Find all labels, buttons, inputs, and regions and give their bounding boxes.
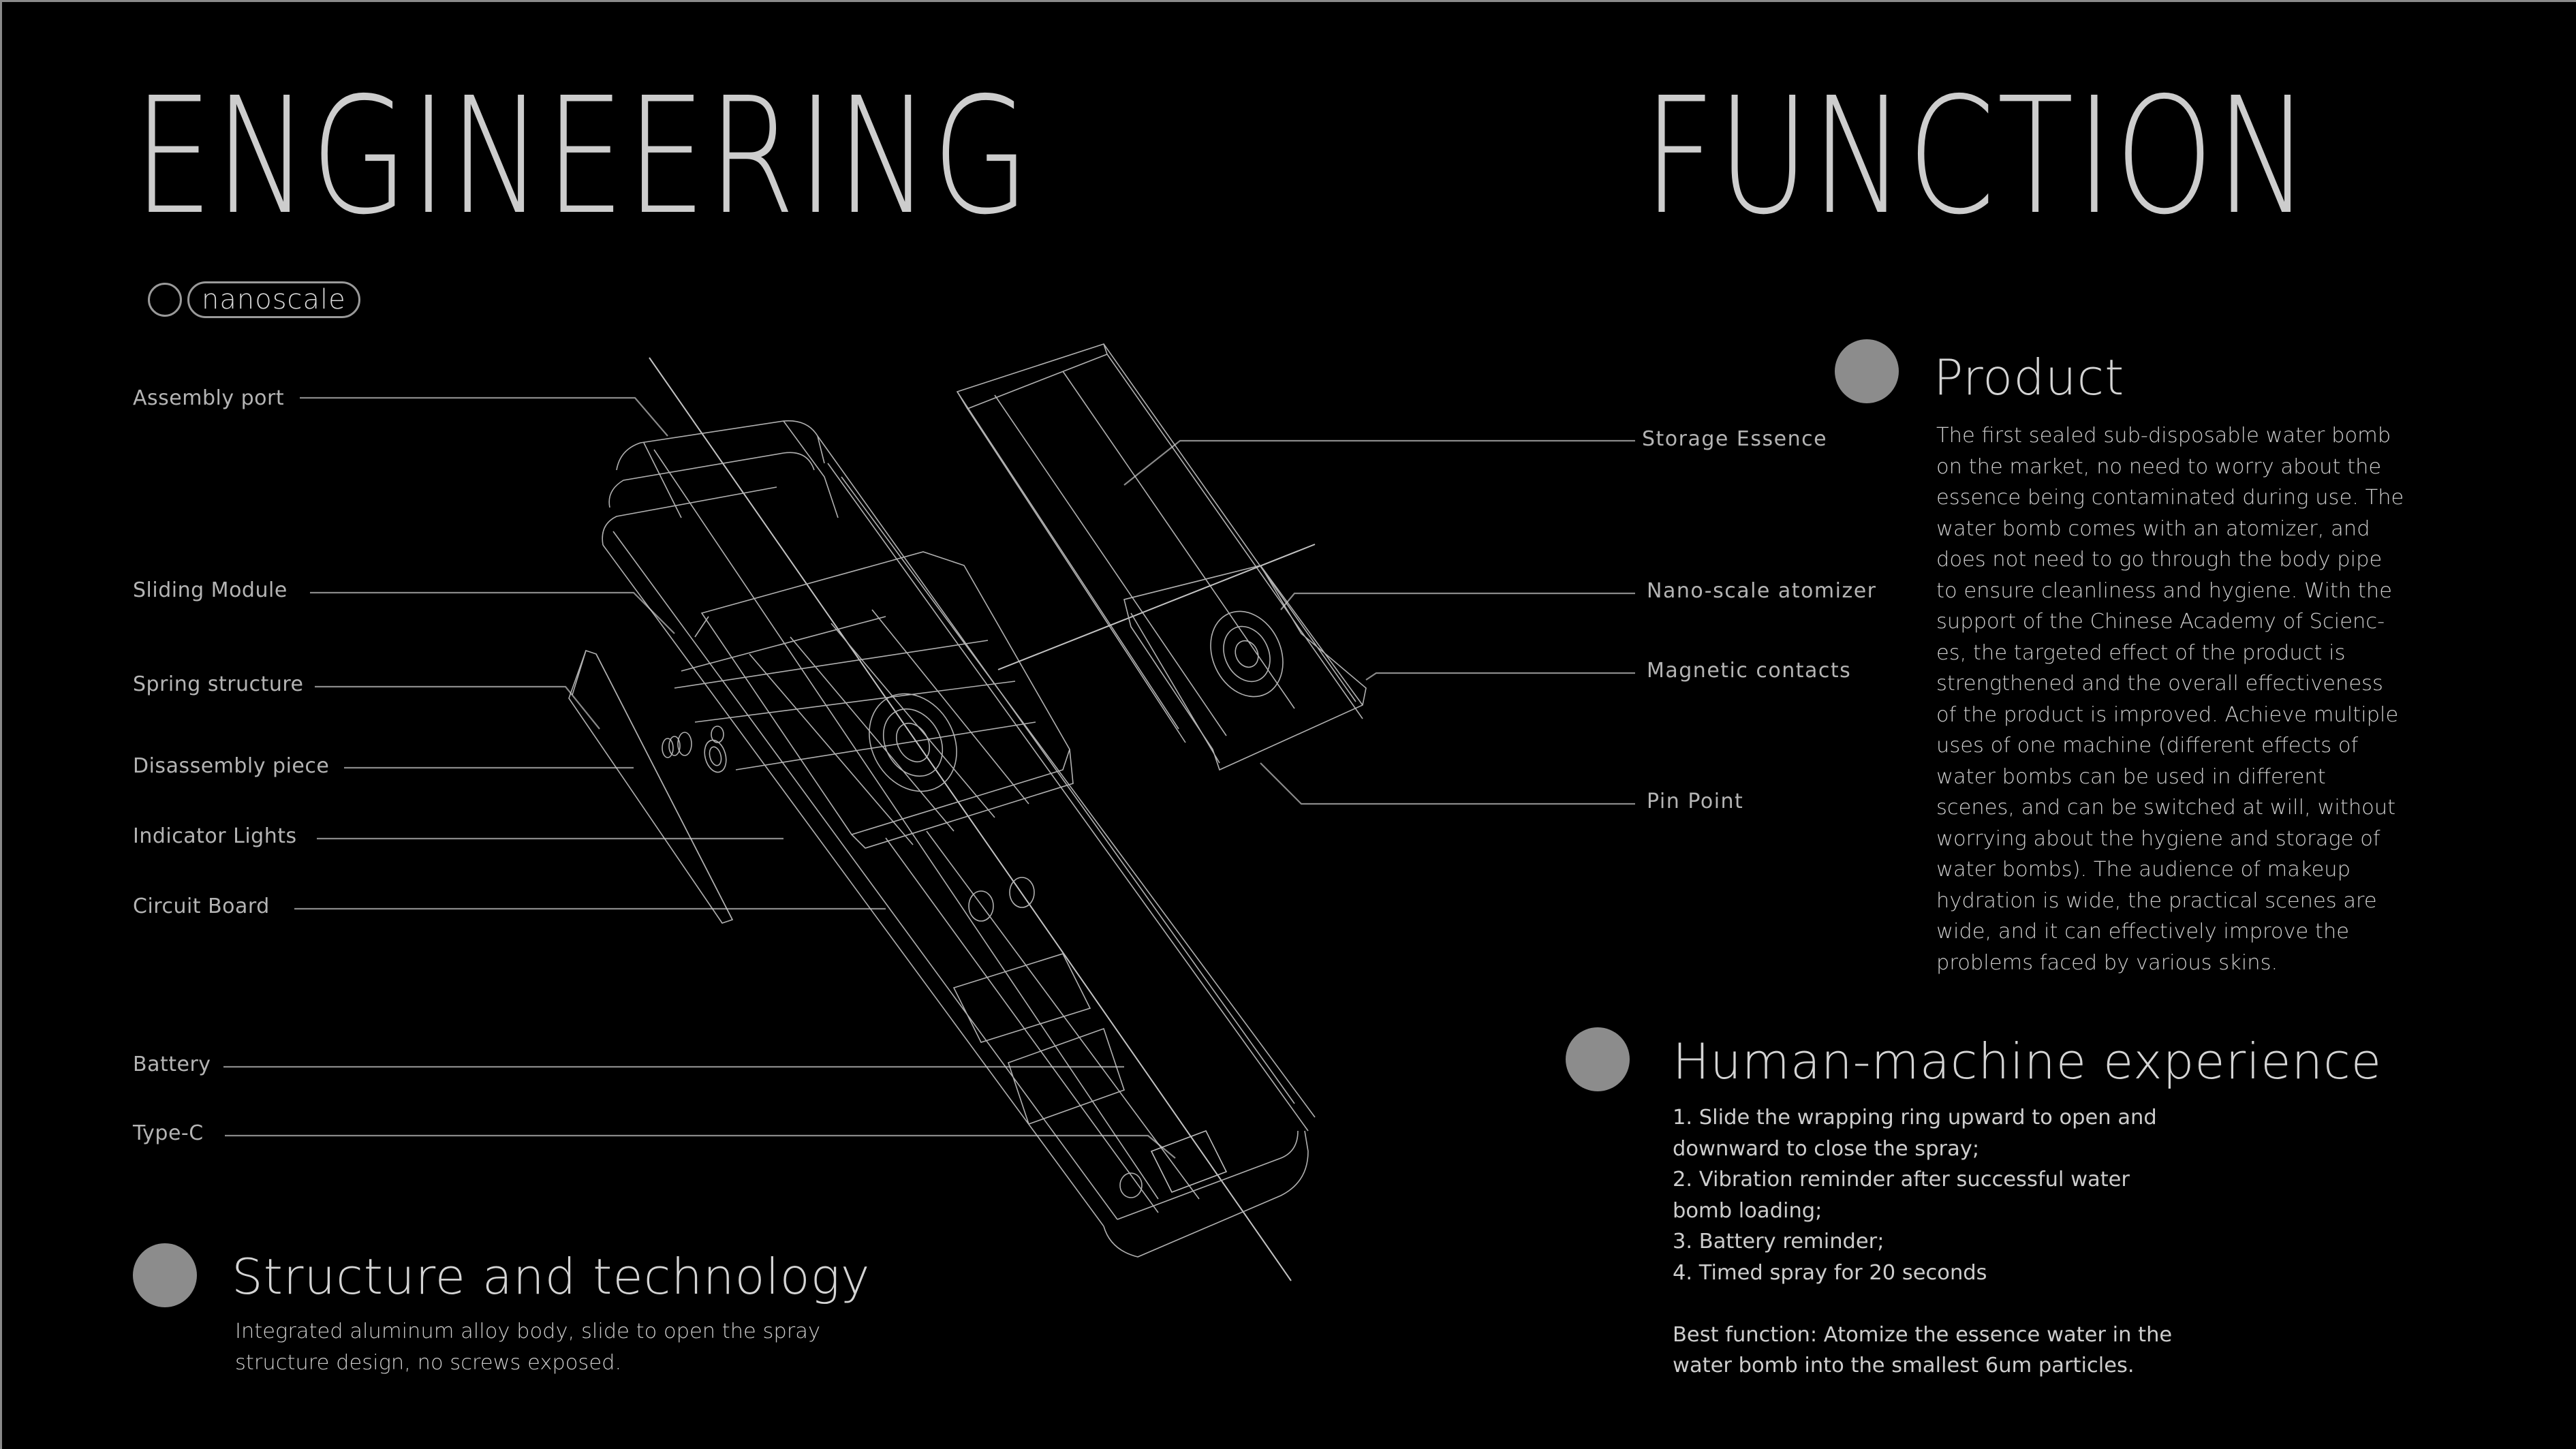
callout-nano-scale-atomizer: Nano-scale atomizer xyxy=(1647,579,1877,603)
list-item: Best function: Atomize the essence water… xyxy=(1673,1322,2173,1347)
list-item: bomb loading; xyxy=(1673,1198,1822,1223)
nanoscale-label: nanoscale xyxy=(202,284,346,315)
leader-lines xyxy=(223,396,1635,1159)
circle-outline-icon xyxy=(148,283,182,317)
callout-spring-structure: Spring structure xyxy=(133,672,304,696)
nanoscale-badge: nanoscale xyxy=(148,281,360,318)
human-machine-list: 1. Slide the wrapping ring upward to ope… xyxy=(1673,1102,2172,1382)
product-title: Product xyxy=(1934,349,2125,406)
structure-title: Structure and technology xyxy=(232,1248,871,1305)
callout-battery: Battery xyxy=(133,1053,211,1076)
human-machine-title: Human-machine experience xyxy=(1673,1033,2382,1090)
structure-description: Integrated aluminum alloy body, slide to… xyxy=(235,1320,821,1375)
callout-pin-point: Pin Point xyxy=(1647,790,1744,813)
list-item: downward to close the spray; xyxy=(1673,1136,1980,1161)
callout-indicator-lights: Indicator Lights xyxy=(133,824,297,848)
list-item: 4. Timed spray for 20 seconds xyxy=(1673,1260,1987,1285)
nanoscale-pill: nanoscale xyxy=(187,281,360,318)
list-item xyxy=(1673,1288,2172,1320)
callout-sliding-module: Sliding Module xyxy=(133,578,288,602)
function-title: FUNCTION xyxy=(1643,63,2312,250)
callout-disassembly-piece: Disassembly piece xyxy=(133,754,330,778)
product-description: The first sealed sub-disposable water bo… xyxy=(1936,424,2404,975)
list-item: 2. Vibration reminder after successful w… xyxy=(1673,1168,2130,1191)
list-item: water bomb into the smallest 6um particl… xyxy=(1673,1354,2135,1377)
list-item: 1. Slide the wrapping ring upward to ope… xyxy=(1673,1106,2157,1129)
callout-storage-essence: Storage Essence xyxy=(1642,427,1828,451)
wireframe-body xyxy=(568,343,1367,1281)
product-bullet-icon xyxy=(1835,339,1899,403)
callout-type-c: Type-C xyxy=(133,1121,204,1145)
callout-assembly-port: Assembly port xyxy=(133,386,285,410)
engineering-title: ENGINEERING xyxy=(134,63,1032,250)
list-item: 3. Battery reminder; xyxy=(1673,1230,1884,1253)
callout-magnetic-contacts: Magnetic contacts xyxy=(1647,659,1852,683)
human-machine-bullet-icon xyxy=(1566,1027,1630,1091)
callout-circuit-board: Circuit Board xyxy=(133,894,270,918)
structure-bullet-icon xyxy=(133,1243,197,1307)
